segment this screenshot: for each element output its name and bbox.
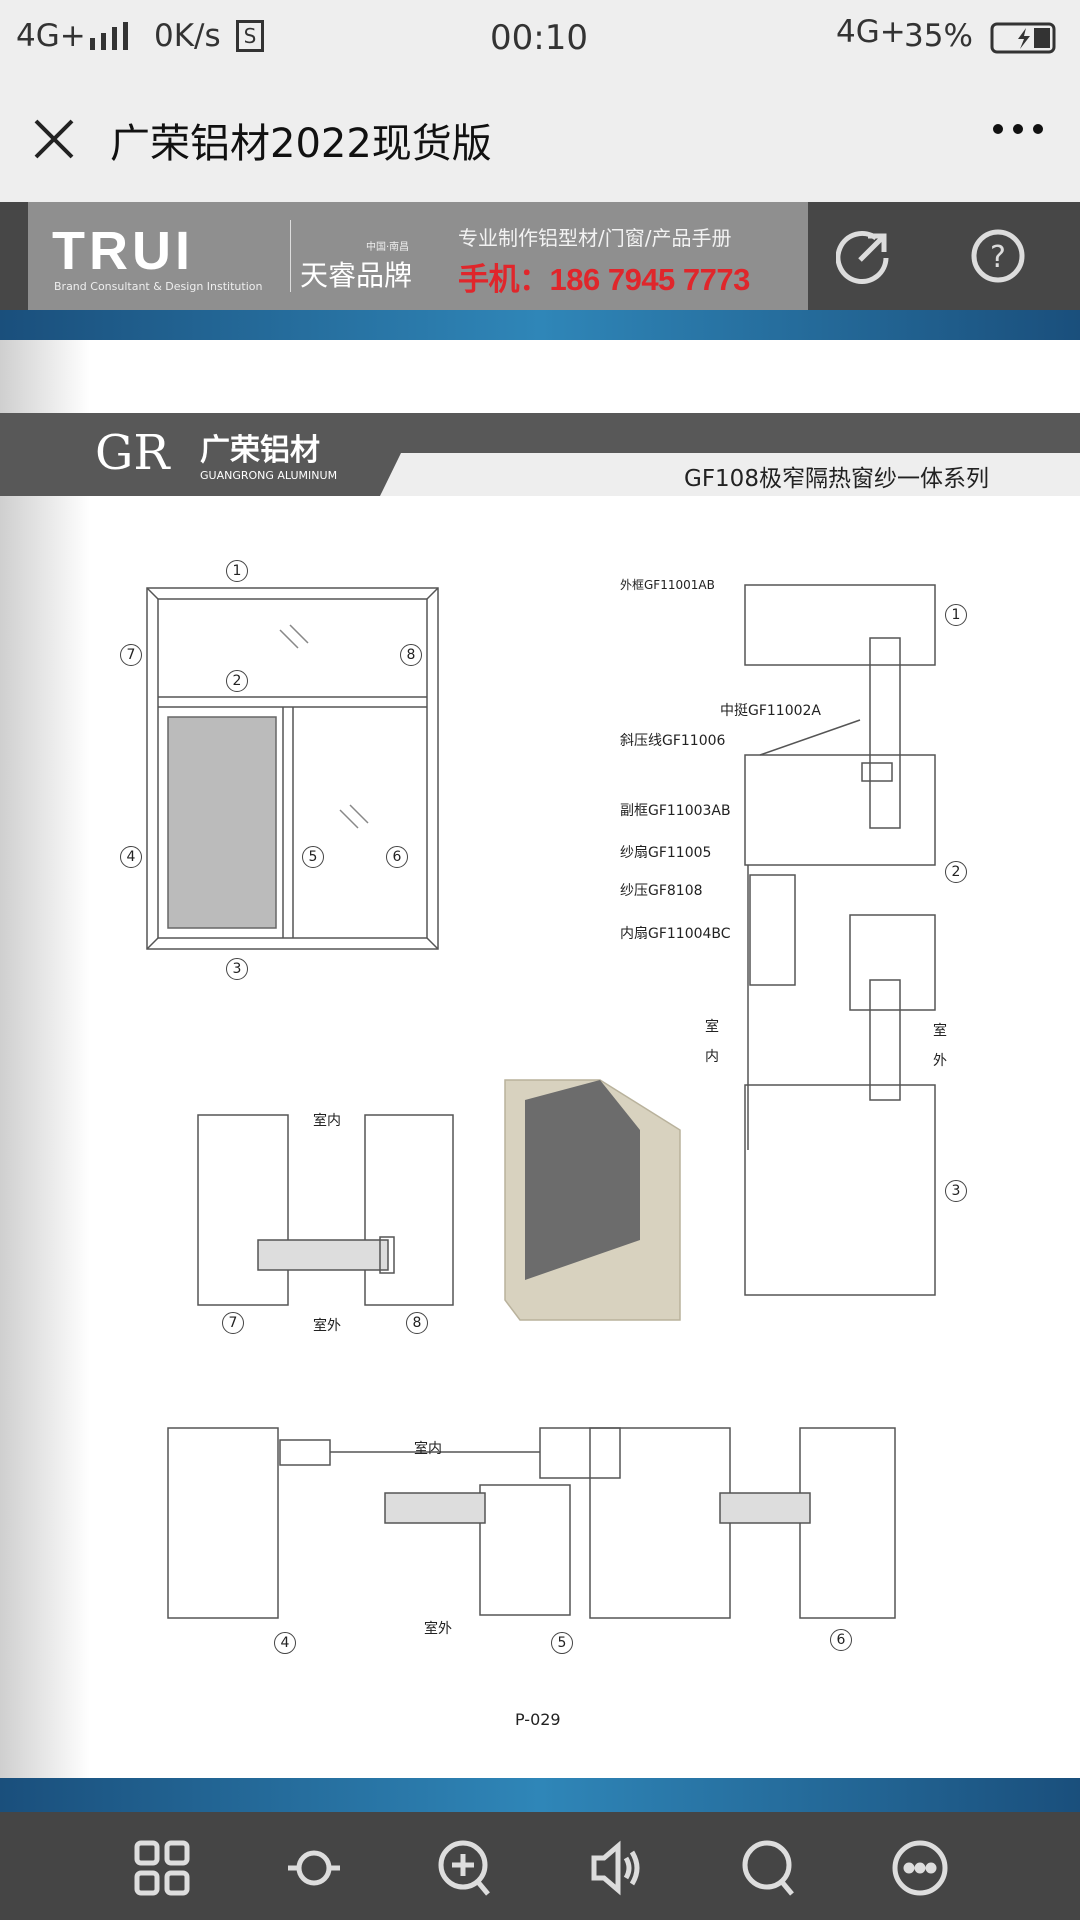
zoom-in-button[interactable] bbox=[436, 1838, 496, 1898]
net-speed: 0K/s bbox=[154, 18, 221, 54]
section-callout-2: 2 bbox=[945, 861, 967, 883]
callout-2: 2 bbox=[226, 670, 248, 692]
outdoor-label: 室 外 bbox=[933, 1023, 947, 1069]
callout-5: 5 bbox=[302, 846, 324, 868]
section-callout-1: 1 bbox=[945, 604, 967, 626]
company-name-cn: 广荣铝材 bbox=[200, 433, 320, 468]
part-label: 纱扇GF11005 bbox=[620, 845, 712, 861]
ad-banner[interactable]: TRUI Brand Consultant & Design Instituti… bbox=[28, 202, 808, 310]
trui-logo: TRUI bbox=[52, 221, 194, 281]
more-options-button[interactable] bbox=[890, 1838, 950, 1898]
help-icon: ? bbox=[971, 229, 1025, 283]
callout-7: 7 bbox=[222, 1312, 244, 1334]
brand-region: 中国·南昌 bbox=[366, 242, 410, 253]
indoor-label: 室内 bbox=[414, 1441, 442, 1457]
network-type-right: 4G+ bbox=[836, 14, 906, 50]
search-icon bbox=[742, 1840, 794, 1896]
outdoor-label: 室外 bbox=[424, 1621, 452, 1637]
zoom-in-icon bbox=[438, 1840, 490, 1896]
profile-photo bbox=[504, 1079, 681, 1321]
callout-6: 6 bbox=[386, 846, 408, 868]
part-label: 斜压线GF11006 bbox=[620, 733, 726, 749]
ad-banner-bar: TRUI Brand Consultant & Design Instituti… bbox=[0, 202, 1080, 310]
part-label: 外框GF11001AB bbox=[620, 578, 715, 592]
help-button[interactable]: ? bbox=[970, 228, 1026, 288]
close-button[interactable] bbox=[30, 115, 78, 163]
search-button[interactable] bbox=[740, 1838, 800, 1898]
callout-3: 3 bbox=[226, 958, 248, 980]
network-type: 4G+ bbox=[16, 18, 86, 54]
sound-button[interactable] bbox=[588, 1838, 648, 1898]
autoplay-button[interactable] bbox=[284, 1838, 344, 1898]
more-icon bbox=[892, 1840, 948, 1896]
thumbnails-button[interactable] bbox=[132, 1838, 192, 1898]
battery-percent: 35% bbox=[904, 18, 973, 54]
brand-sub: Brand Consultant & Design Institution bbox=[54, 280, 263, 293]
target-icon bbox=[288, 1850, 340, 1886]
callout-6: 6 bbox=[830, 1629, 852, 1651]
gr-logo: GR bbox=[95, 425, 170, 481]
part-label: 纱压GF8108 bbox=[620, 883, 703, 899]
blue-strip bbox=[0, 310, 1080, 340]
signal-icon bbox=[88, 22, 132, 60]
callout-8: 8 bbox=[406, 1312, 428, 1334]
blue-strip-bottom bbox=[0, 1778, 1080, 1812]
horizontal-section-bottom bbox=[167, 1427, 896, 1619]
speaker-icon bbox=[591, 1840, 640, 1896]
more-menu-button[interactable] bbox=[992, 103, 1044, 149]
callout-7: 7 bbox=[120, 644, 142, 666]
ad-tagline: 专业制作铝型材/门窗/产品手册 bbox=[458, 226, 732, 250]
bottom-toolbar bbox=[0, 1812, 1080, 1920]
series-title: GF108极窄隔热窗纱一体系列 bbox=[684, 466, 989, 492]
s-icon: S bbox=[236, 20, 264, 52]
part-label: 内扇GF11004BC bbox=[620, 926, 731, 942]
company-name-en: GUANGRONG ALUMINUM bbox=[200, 469, 338, 482]
grid-icon bbox=[134, 1840, 190, 1896]
page-number: P-029 bbox=[515, 1710, 561, 1729]
svg-text:?: ? bbox=[990, 240, 1006, 275]
indoor-label: 室内 bbox=[313, 1113, 341, 1129]
part-label: 中挺GF11002A bbox=[720, 703, 822, 719]
share-button[interactable] bbox=[835, 228, 892, 288]
share-icon bbox=[835, 231, 889, 284]
window-elevation bbox=[146, 587, 439, 950]
callout-8: 8 bbox=[400, 644, 422, 666]
title-bar: 广荣铝材2022现货版 bbox=[0, 75, 1080, 202]
indoor-label: 室 内 bbox=[705, 1019, 719, 1065]
part-label: 副框GF11003AB bbox=[620, 803, 731, 819]
brand-cn: 天睿品牌 bbox=[300, 259, 413, 292]
callout-5: 5 bbox=[551, 1632, 573, 1654]
clock: 00:10 bbox=[490, 18, 588, 58]
status-bar: 4G+ 0K/s S 00:10 4G+ 35% bbox=[0, 0, 1080, 75]
vertical-section bbox=[744, 584, 936, 1296]
ad-phone: 手机：186 7945 7773 bbox=[458, 262, 750, 297]
page-title: 广荣铝材2022现货版 bbox=[110, 121, 492, 167]
callout-4: 4 bbox=[120, 846, 142, 868]
outdoor-label: 室外 bbox=[313, 1318, 341, 1334]
callout-4: 4 bbox=[274, 1632, 296, 1654]
section-callout-3: 3 bbox=[945, 1180, 967, 1202]
profile-drawings bbox=[146, 584, 936, 1619]
callout-1: 1 bbox=[226, 560, 248, 582]
page-header: GR 广荣铝材 GUANGRONG ALUMINUM GF108极窄隔热窗纱一体… bbox=[0, 413, 1080, 496]
horizontal-section-left bbox=[197, 1114, 454, 1306]
battery-icon bbox=[990, 22, 1062, 62]
catalog-page[interactable]: GR 广荣铝材 GUANGRONG ALUMINUM GF108极窄隔热窗纱一体… bbox=[0, 340, 1080, 1778]
